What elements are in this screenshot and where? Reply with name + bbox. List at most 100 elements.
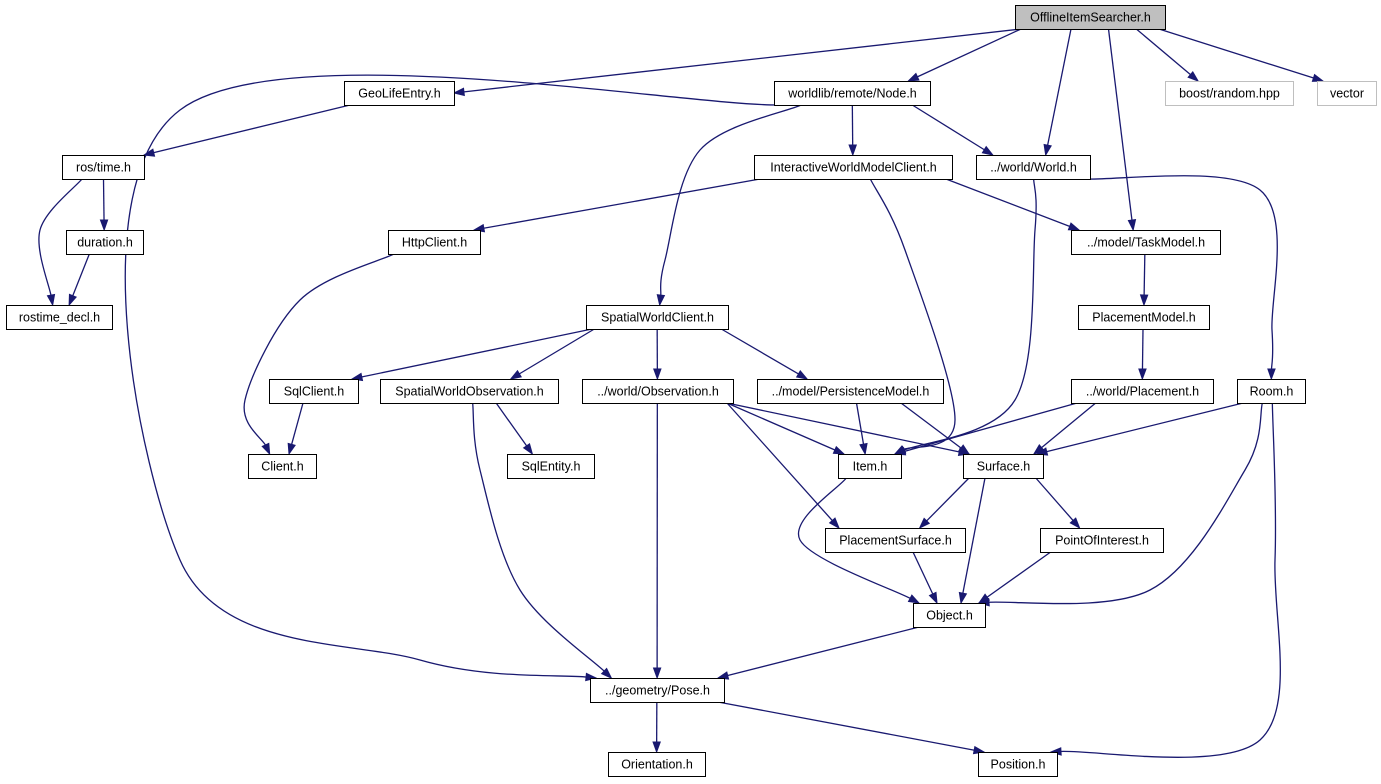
node-label: vector	[1330, 87, 1364, 101]
edge-swclient-to-sqlclient	[360, 328, 593, 378]
node-position[interactable]: Position.h	[978, 752, 1058, 777]
arrowhead-offline-to-world	[1043, 143, 1052, 157]
node-client[interactable]: Client.h	[248, 454, 317, 479]
arrowhead-swclient-to-persistence	[795, 369, 809, 380]
node-label: HttpClient.h	[402, 236, 467, 250]
node-iwmclient[interactable]: InteractiveWorldModelClient.h	[754, 155, 953, 180]
node-box	[582, 379, 734, 404]
node-surface[interactable]: Surface.h	[963, 454, 1044, 479]
node-box	[586, 305, 729, 330]
node-taskmodel[interactable]: ../model/TaskModel.h	[1071, 230, 1221, 255]
node-duration[interactable]: duration.h	[66, 230, 144, 255]
node-pose[interactable]: ../geometry/Pose.h	[590, 678, 725, 703]
node-world[interactable]: ../world/World.h	[976, 155, 1091, 180]
node-label: OfflineItemSearcher.h	[1030, 11, 1151, 25]
node-box	[1015, 5, 1166, 30]
node-box	[913, 603, 986, 628]
edge-swobs-to-pose	[472, 402, 606, 673]
node-persistence[interactable]: ../model/PersistenceModel.h	[757, 379, 944, 404]
node-placementsurface[interactable]: PlacementSurface.h	[825, 528, 966, 553]
node-box	[1317, 81, 1377, 106]
node-box	[1078, 305, 1210, 330]
arrowhead-observation-to-placementsurface	[828, 517, 840, 530]
node-box	[388, 230, 481, 255]
node-box	[1165, 81, 1294, 106]
edge-node-to-pose	[124, 74, 781, 678]
node-label: boost/random.hpp	[1179, 87, 1280, 101]
edge-observation-to-placementsurface	[726, 402, 834, 522]
node-room[interactable]: Room.h	[1237, 379, 1306, 404]
edge-poi-to-object	[985, 551, 1052, 599]
node-box	[838, 454, 902, 479]
node-rostimedecl[interactable]: rostime_decl.h	[6, 305, 113, 330]
edge-persistence-to-item	[855, 402, 865, 446]
edge-surface-to-object	[962, 477, 986, 595]
node-box	[1071, 379, 1214, 404]
arrowhead-sqlclient-to-client	[287, 442, 296, 456]
edge-placementmodel-to-placement	[1141, 328, 1144, 371]
node-item[interactable]: Item.h	[838, 454, 902, 479]
node-observation[interactable]: ../world/Observation.h	[582, 379, 734, 404]
arrowhead-rostime-to-rostimedecl	[46, 293, 56, 307]
node-box	[978, 752, 1058, 777]
edge-node-to-world	[911, 104, 986, 151]
node-geolife[interactable]: GeoLifeEntry.h	[344, 81, 455, 106]
edge-rostime-to-duration	[102, 178, 105, 222]
edge-placementsurface-to-object	[912, 551, 934, 596]
node-boostrandom: boost/random.hpp	[1165, 81, 1294, 106]
arrowhead-node-to-world	[981, 145, 995, 156]
node-box	[590, 678, 725, 703]
node-node[interactable]: worldlib/remote/Node.h	[774, 81, 931, 106]
node-box	[269, 379, 359, 404]
node-sqlentity[interactable]: SqlEntity.h	[507, 454, 595, 479]
edge-placement-to-item	[903, 402, 1078, 453]
node-box	[1237, 379, 1306, 404]
node-label: Surface.h	[977, 460, 1031, 474]
edge-observation-to-item	[726, 402, 837, 451]
node-box	[963, 454, 1044, 479]
node-box	[248, 454, 317, 479]
node-swclient[interactable]: SpatialWorldClient.h	[586, 305, 729, 330]
node-label: SqlClient.h	[284, 385, 344, 399]
edge-offline-to-taskmodel	[1107, 28, 1133, 222]
arrowhead-node-to-swclient	[656, 294, 666, 307]
arrowhead-object-to-pose	[716, 671, 730, 680]
arrowhead-rostime-to-duration	[99, 219, 109, 232]
node-object[interactable]: Object.h	[913, 603, 986, 628]
node-placement[interactable]: ../world/Placement.h	[1071, 379, 1214, 404]
node-label: InteractiveWorldModelClient.h	[770, 161, 937, 175]
edge-swobs-to-sqlentity	[495, 402, 528, 448]
node-label: ../world/World.h	[990, 161, 1077, 175]
node-sqlclient[interactable]: SqlClient.h	[269, 379, 359, 404]
edge-object-to-pose	[726, 626, 920, 677]
edge-swclient-to-persistence	[721, 328, 800, 376]
node-vector: vector	[1317, 81, 1377, 106]
node-label: SqlEntity.h	[522, 460, 581, 474]
node-swobs[interactable]: SpatialWorldObservation.h	[380, 379, 559, 404]
arrowhead-offline-to-node	[906, 72, 920, 82]
edge-iwmclient-to-taskmodel	[945, 178, 1071, 228]
edge-iwmclient-to-httpclient	[482, 178, 761, 230]
node-httpclient[interactable]: HttpClient.h	[388, 230, 481, 255]
node-label: Item.h	[853, 460, 888, 474]
edge-node-to-swclient	[660, 104, 802, 297]
node-placementmodel[interactable]: PlacementModel.h	[1078, 305, 1210, 330]
edge-httpclient-to-client	[243, 253, 395, 447]
node-label: PointOfInterest.h	[1055, 534, 1149, 548]
edge-placement-to-surface	[1040, 402, 1097, 449]
node-poi[interactable]: PointOfInterest.h	[1040, 528, 1164, 553]
arrowhead-offline-to-taskmodel	[1127, 219, 1137, 232]
node-orientation[interactable]: Orientation.h	[608, 752, 706, 777]
node-offline[interactable]: OfflineItemSearcher.h	[1015, 5, 1166, 30]
node-rostime[interactable]: ros/time.h	[62, 155, 145, 180]
node-label: ../model/PersistenceModel.h	[772, 385, 930, 399]
edge-offline-to-world	[1046, 28, 1072, 147]
edge-duration-to-rostimedecl	[71, 253, 90, 297]
edge-taskmodel-to-placementmodel	[1143, 253, 1146, 297]
arrowhead-item-to-object	[907, 594, 921, 604]
arrowhead-node-to-iwmclient	[848, 144, 857, 157]
arrowhead-httpclient-to-client	[261, 442, 271, 456]
edge-room-to-object	[987, 402, 1263, 605]
edge-swclient-to-swobs	[518, 328, 595, 375]
